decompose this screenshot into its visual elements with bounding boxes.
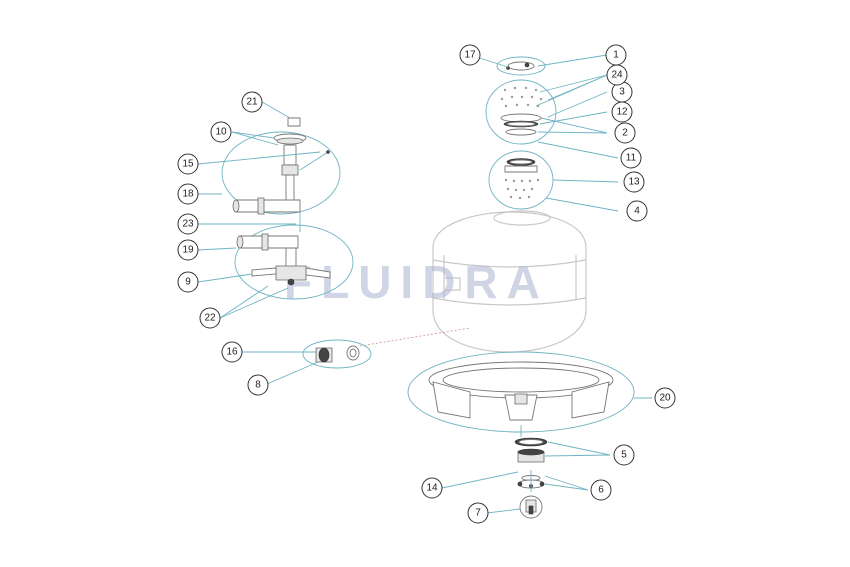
leader-lines xyxy=(197,54,652,514)
svg-text:24: 24 xyxy=(611,70,623,81)
callout-19: 19 xyxy=(177,239,199,261)
svg-text:20: 20 xyxy=(659,393,671,404)
svg-text:16: 16 xyxy=(226,347,238,358)
svg-text:21: 21 xyxy=(246,97,258,108)
callout-8: 8 xyxy=(247,374,269,396)
callout-4: 4 xyxy=(626,200,648,222)
callout-20: 20 xyxy=(654,387,676,409)
callout-18: 18 xyxy=(177,183,199,205)
callout-13: 13 xyxy=(623,171,645,193)
svg-text:14: 14 xyxy=(426,483,438,494)
svg-text:6: 6 xyxy=(598,485,604,496)
svg-text:18: 18 xyxy=(182,189,194,200)
svg-text:15: 15 xyxy=(182,159,194,170)
svg-text:5: 5 xyxy=(621,450,627,461)
callout-7: 7 xyxy=(467,502,489,524)
callout-17: 17 xyxy=(459,44,481,66)
callout-9: 9 xyxy=(177,271,199,293)
fluidra-watermark: FLUIDRA xyxy=(284,256,549,308)
drain-group xyxy=(514,437,548,519)
svg-text:7: 7 xyxy=(475,508,481,519)
svg-text:22: 22 xyxy=(204,313,216,324)
basket-group xyxy=(488,150,554,210)
callout-16: 16 xyxy=(221,341,243,363)
cover-group xyxy=(485,56,557,145)
svg-text:1: 1 xyxy=(613,50,619,61)
callout-15: 15 xyxy=(177,153,199,175)
svg-text:19: 19 xyxy=(182,245,194,256)
callout-6: 6 xyxy=(590,479,612,501)
callout-22: 22 xyxy=(199,307,221,329)
svg-text:2: 2 xyxy=(622,128,628,139)
svg-text:13: 13 xyxy=(628,177,640,188)
union-group xyxy=(302,339,372,369)
callout-5: 5 xyxy=(613,444,635,466)
svg-text:10: 10 xyxy=(215,127,227,138)
callout-11: 11 xyxy=(620,147,642,169)
svg-text:12: 12 xyxy=(616,107,628,118)
svg-text:9: 9 xyxy=(185,277,191,288)
pipe-assembly xyxy=(221,117,354,300)
svg-text:4: 4 xyxy=(634,206,640,217)
diffuser-holes xyxy=(500,86,543,108)
base-stand xyxy=(407,351,635,437)
svg-text:17: 17 xyxy=(464,50,476,61)
callout-24: 24 xyxy=(606,64,628,86)
svg-text:11: 11 xyxy=(626,153,637,164)
callout-21: 21 xyxy=(241,91,263,113)
callout-23: 23 xyxy=(177,213,199,235)
callout-14: 14 xyxy=(421,477,443,499)
callout-2: 2 xyxy=(614,122,636,144)
svg-text:23: 23 xyxy=(182,219,194,230)
basket-holes xyxy=(504,178,540,200)
callout-12: 12 xyxy=(611,101,633,123)
callout-10: 10 xyxy=(210,121,232,143)
filter-tank xyxy=(359,210,587,353)
svg-text:3: 3 xyxy=(619,87,625,98)
svg-text:8: 8 xyxy=(255,380,261,391)
callout-1: 1 xyxy=(605,44,627,66)
